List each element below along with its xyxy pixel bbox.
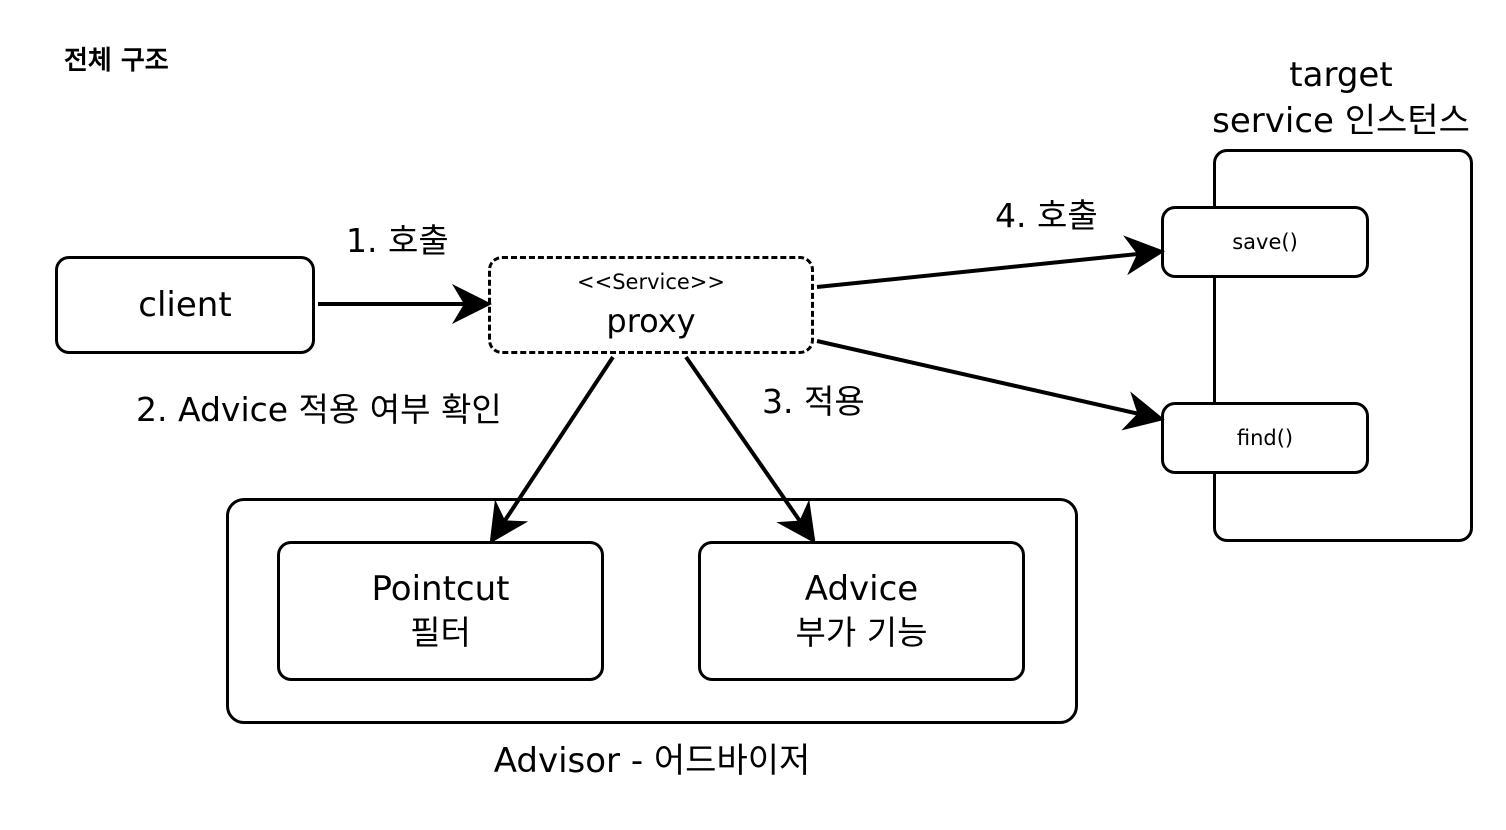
target-title-line2: service 인스턴스 bbox=[1212, 101, 1470, 141]
step-1-call-label: 1. 호출 bbox=[346, 221, 449, 260]
client-box[interactable]: client bbox=[55, 256, 315, 354]
find-method-label: find() bbox=[1236, 426, 1294, 450]
step-3-apply-label: 3. 적용 bbox=[762, 382, 865, 421]
advice-box[interactable]: Advice 부가 기능 bbox=[698, 541, 1025, 681]
step-2-check-label: 2. Advice 적용 여부 확인 bbox=[136, 390, 502, 429]
find-method-box[interactable]: find() bbox=[1161, 402, 1369, 474]
advisor-caption: Advisor - 어드바이저 bbox=[493, 741, 811, 781]
page-title: 전체 구조 bbox=[64, 46, 169, 76]
arrow-proxy-to-advice bbox=[684, 355, 816, 544]
pointcut-title: Pointcut bbox=[371, 569, 510, 609]
arrow-proxy-to-pointcut bbox=[489, 355, 615, 544]
pointcut-desc: 필터 bbox=[410, 613, 471, 652]
client-label: client bbox=[138, 285, 232, 325]
proxy-box[interactable]: <<Service>> proxy bbox=[488, 256, 814, 354]
save-method-label: save() bbox=[1232, 230, 1298, 254]
target-title: target service 인스턴스 bbox=[1186, 52, 1496, 144]
target-title-line1: target bbox=[1289, 55, 1393, 95]
proxy-label: proxy bbox=[606, 302, 696, 340]
step-4-call-label: 4. 호출 bbox=[995, 196, 1098, 235]
pointcut-box[interactable]: Pointcut 필터 bbox=[277, 541, 604, 681]
arrow-proxy-to-find bbox=[816, 339, 1165, 431]
advice-desc: 부가 기능 bbox=[795, 613, 928, 652]
advice-title: Advice bbox=[804, 569, 919, 609]
arrow-proxy-to-save bbox=[816, 235, 1165, 289]
proxy-stereotype: <<Service>> bbox=[577, 270, 725, 294]
